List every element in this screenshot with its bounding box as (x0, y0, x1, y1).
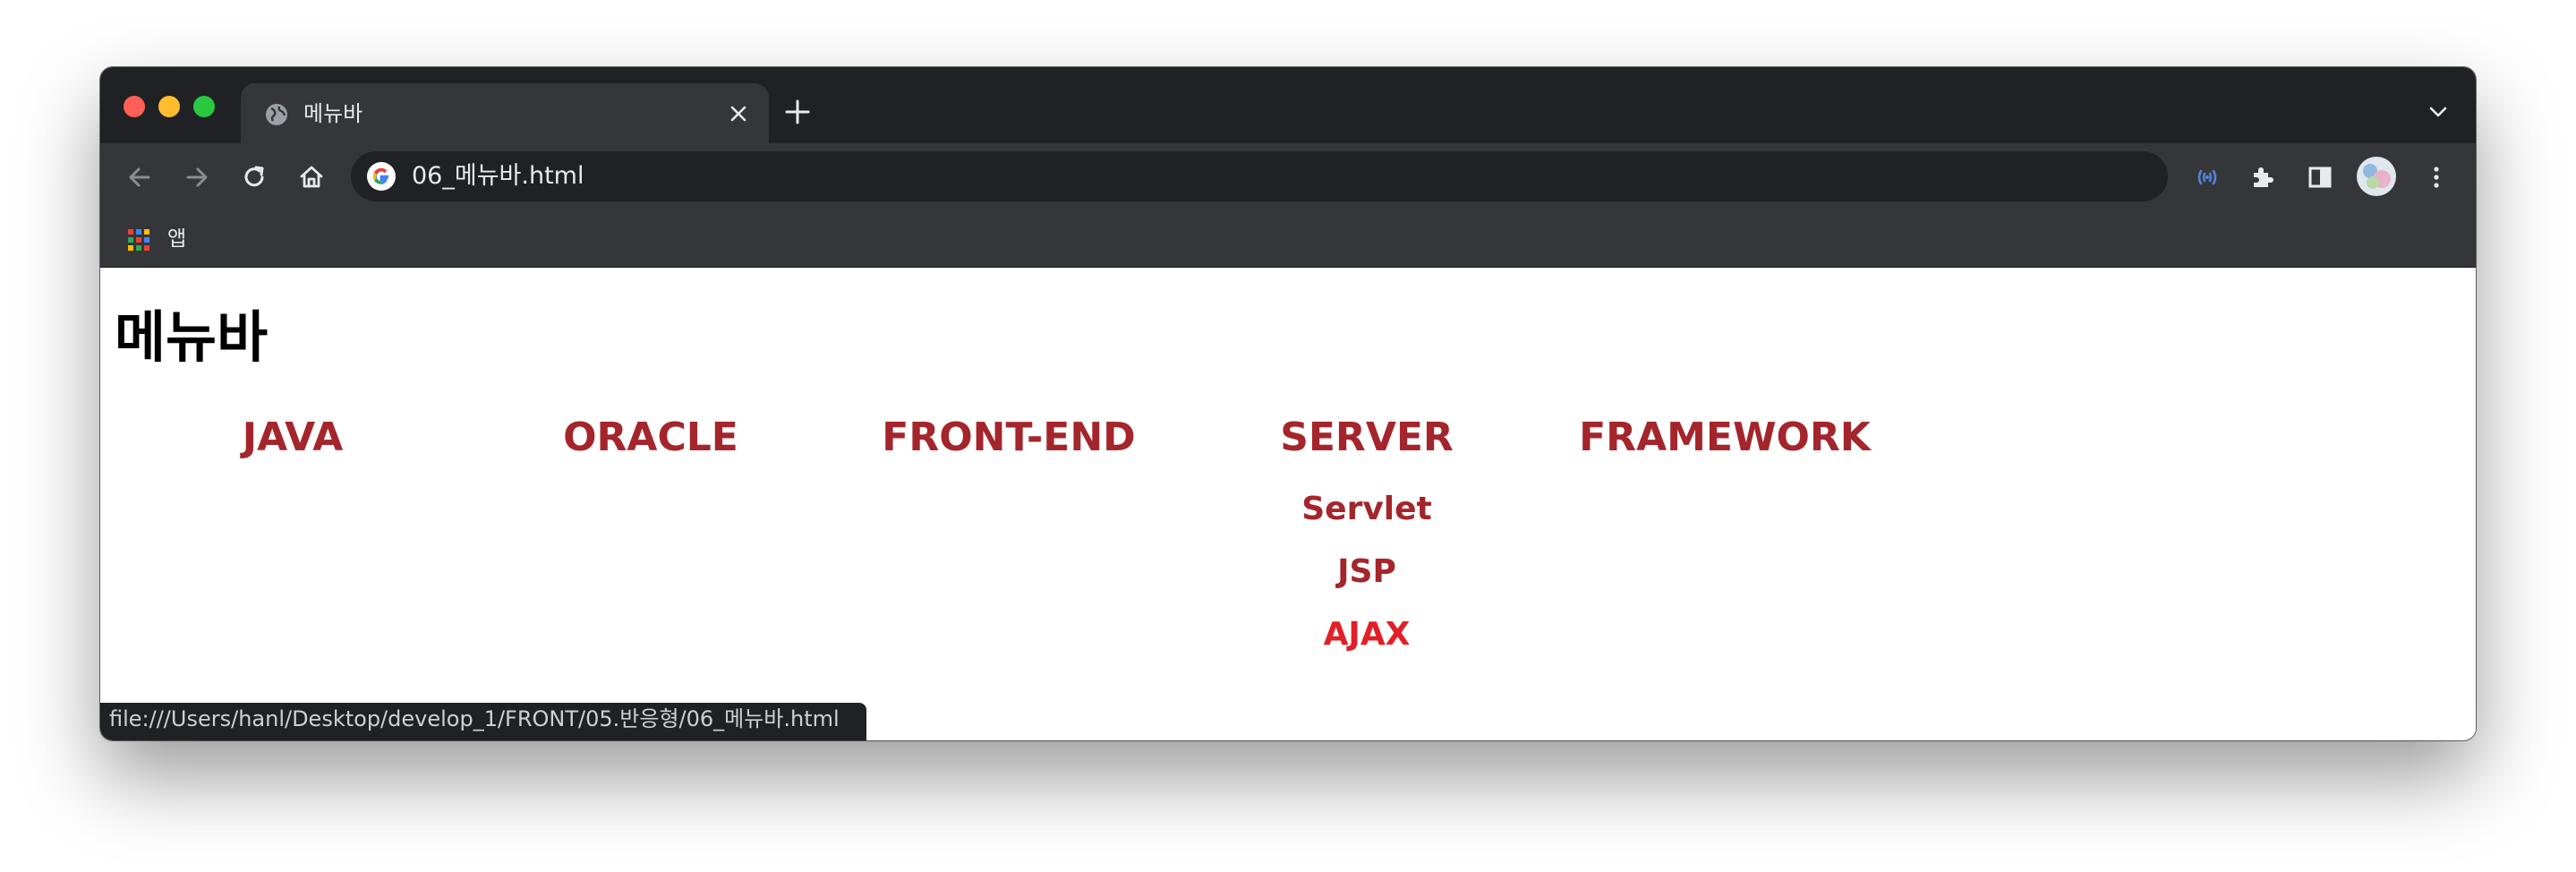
tab-title: 메뉴바 (303, 101, 363, 126)
side-panel-icon[interactable] (2304, 161, 2336, 193)
submenu-item-jsp[interactable]: JSP (1337, 553, 1396, 590)
reload-icon[interactable] (238, 161, 270, 193)
status-url: file:///Users/hanl/Desktop/develop_1/FRO… (109, 706, 840, 731)
browser-window: 메뉴바 (100, 67, 2476, 740)
tab-active[interactable]: 메뉴바 (241, 83, 769, 143)
menu-icon[interactable] (2420, 161, 2452, 193)
extensions-icon[interactable] (2247, 161, 2279, 193)
menu-item-framework[interactable]: FRAMEWORK (1579, 415, 1871, 460)
cast-icon[interactable] (2191, 161, 2223, 193)
menu-item-server[interactable]: SERVER (1280, 415, 1454, 460)
page-title: 메뉴바 (115, 304, 269, 370)
minimize-window-button[interactable] (158, 96, 180, 117)
maximize-window-button[interactable] (193, 96, 215, 117)
close-window-button[interactable] (124, 96, 145, 117)
menu-item-front-end[interactable]: FRONT-END (882, 415, 1136, 460)
tab-strip: 메뉴바 (100, 67, 2476, 143)
forward-icon[interactable] (181, 161, 213, 193)
toolbar: 06_메뉴바.html (100, 143, 2476, 211)
url-text: 06_메뉴바.html (412, 162, 584, 190)
profile-avatar[interactable] (2356, 156, 2397, 197)
submenu-item-servlet[interactable]: Servlet (1301, 491, 1432, 527)
submenu-item-ajax[interactable]: AJAX (1323, 616, 1411, 653)
bookmark-apps-label[interactable]: 앱 (167, 227, 187, 251)
google-icon (367, 162, 396, 191)
page-content: 메뉴바 JAVA ORACLE FRONT-END SERVER FRAMEWO… (100, 268, 2476, 740)
address-bar[interactable]: 06_메뉴바.html (351, 151, 2168, 201)
close-tab-icon[interactable] (724, 99, 753, 128)
home-icon[interactable] (295, 161, 328, 193)
bookmarks-bar: 앱 (100, 211, 2476, 268)
back-icon[interactable] (124, 161, 156, 193)
chevron-down-icon[interactable] (2426, 99, 2451, 124)
globe-icon (266, 104, 287, 125)
apps-grid-icon[interactable] (127, 228, 150, 252)
menu-item-java[interactable]: JAVA (242, 415, 344, 460)
new-tab-icon[interactable] (782, 97, 813, 127)
status-bar: file:///Users/hanl/Desktop/develop_1/FRO… (100, 703, 866, 740)
menu-item-oracle[interactable]: ORACLE (563, 415, 738, 460)
